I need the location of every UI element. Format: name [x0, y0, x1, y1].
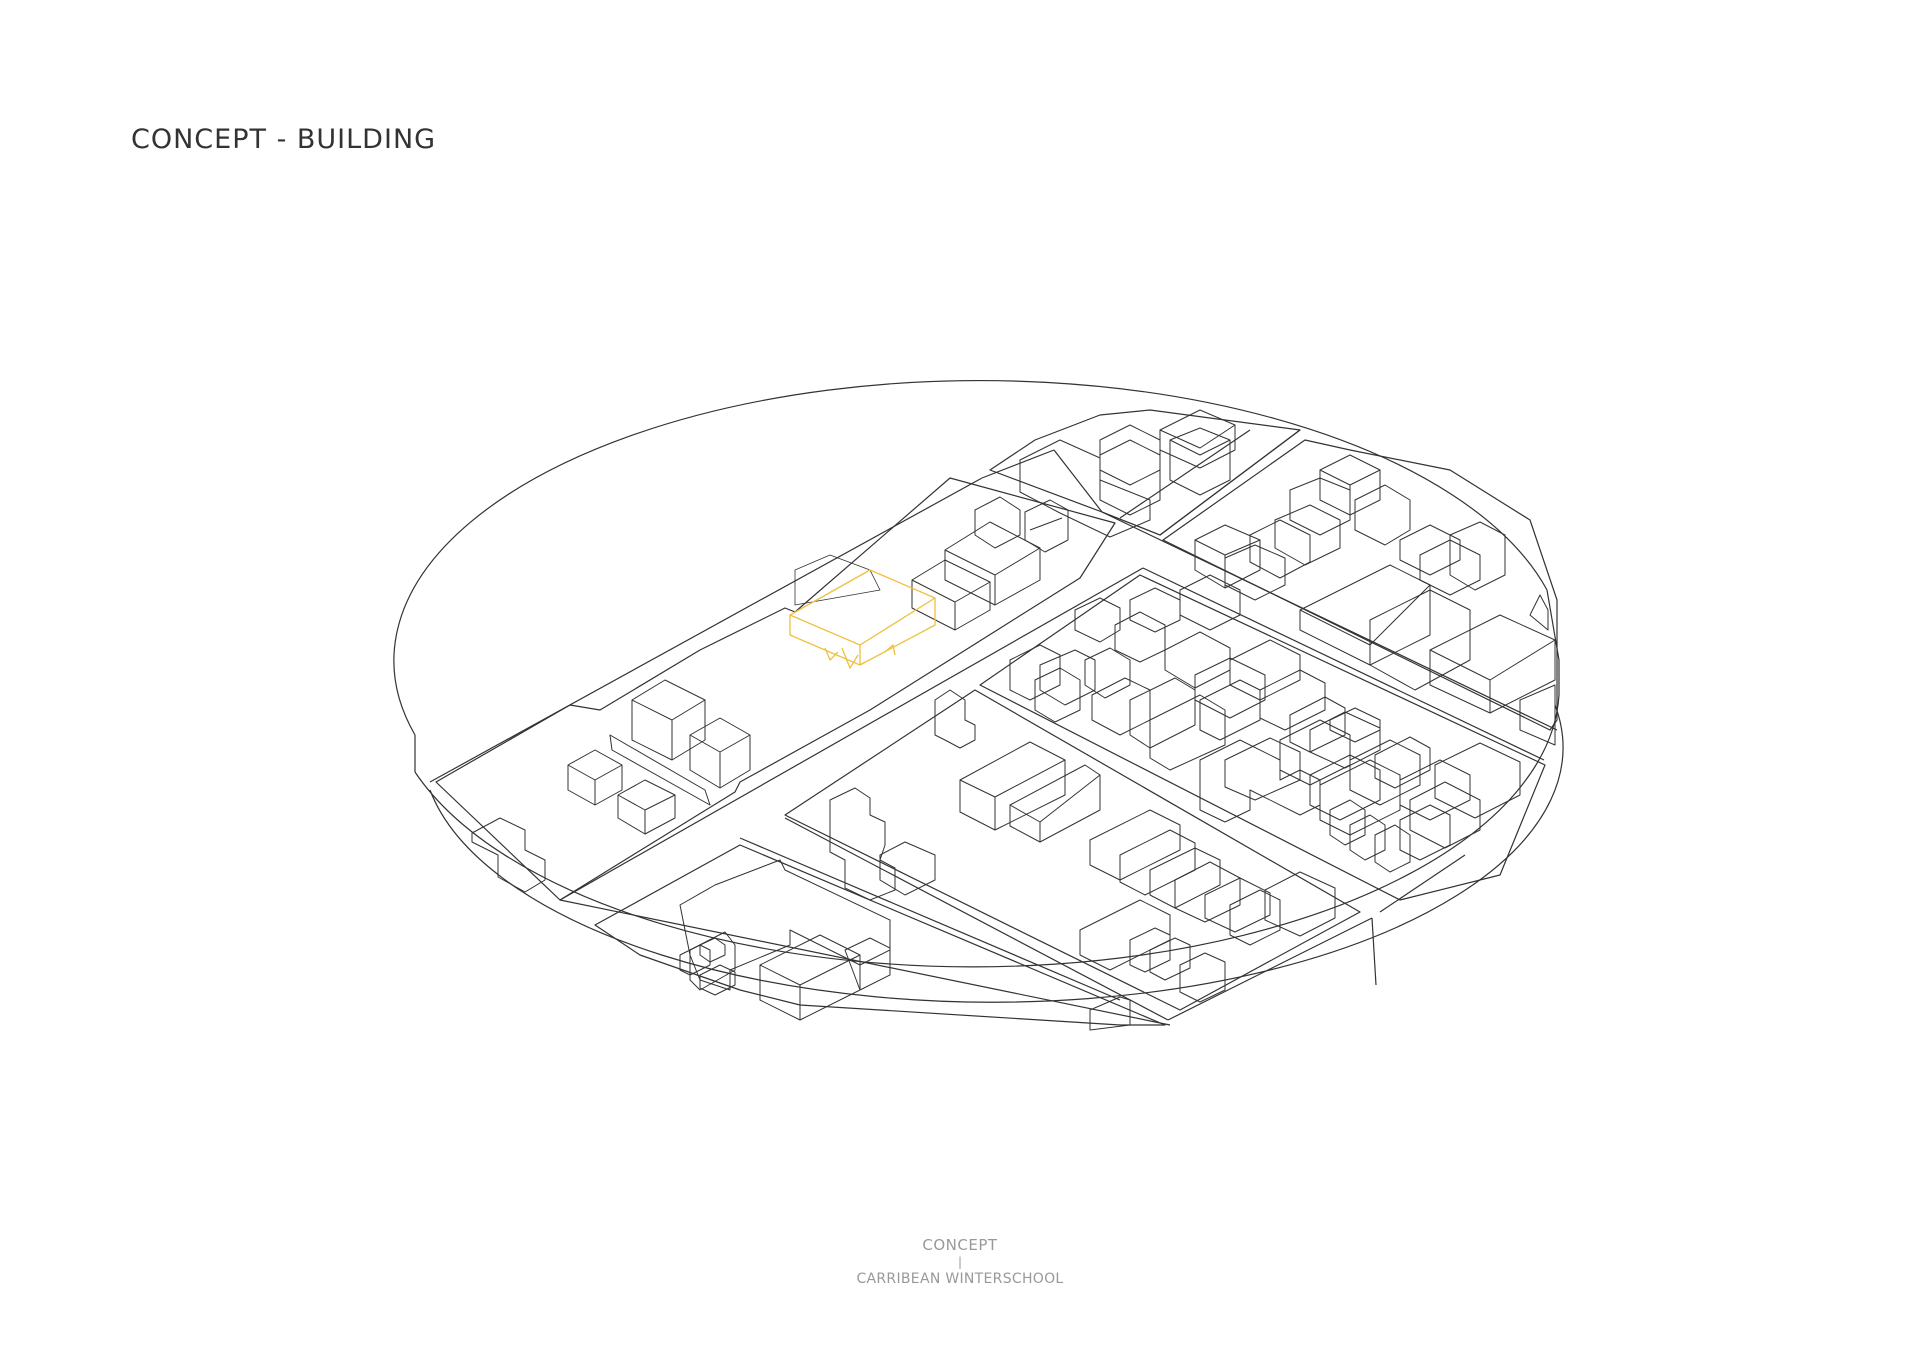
- proposed-building: [789, 569, 936, 669]
- street-network: [429, 429, 1558, 1026]
- footer-title: CONCEPT: [922, 1236, 998, 1254]
- site-disc: [393, 379, 1564, 1003]
- city-blocks: [435, 409, 1558, 1026]
- page-title: CONCEPT - BUILDING: [131, 124, 437, 155]
- footer-subtitle: CARRIBEAN WINTERSCHOOL: [856, 1271, 1064, 1287]
- building-massing: [471, 409, 1556, 1031]
- footer-separator: |: [957, 1255, 963, 1269]
